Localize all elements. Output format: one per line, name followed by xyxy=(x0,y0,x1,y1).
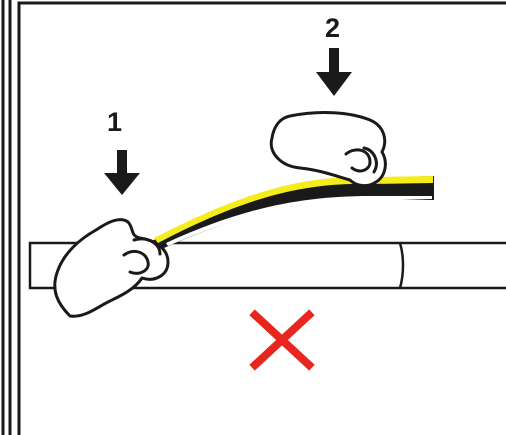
x-mark-icon xyxy=(249,309,315,371)
step-2-label: 2 xyxy=(325,13,340,43)
right-hand-icon xyxy=(269,111,387,188)
tape-strip xyxy=(152,176,434,248)
step-1-arrow-icon xyxy=(104,150,140,195)
panel-frame xyxy=(17,1,506,435)
left-frame xyxy=(1,0,12,435)
step-1-label: 1 xyxy=(107,107,122,137)
step-2-arrow-icon xyxy=(316,48,352,96)
left-hand-icon xyxy=(53,218,170,318)
